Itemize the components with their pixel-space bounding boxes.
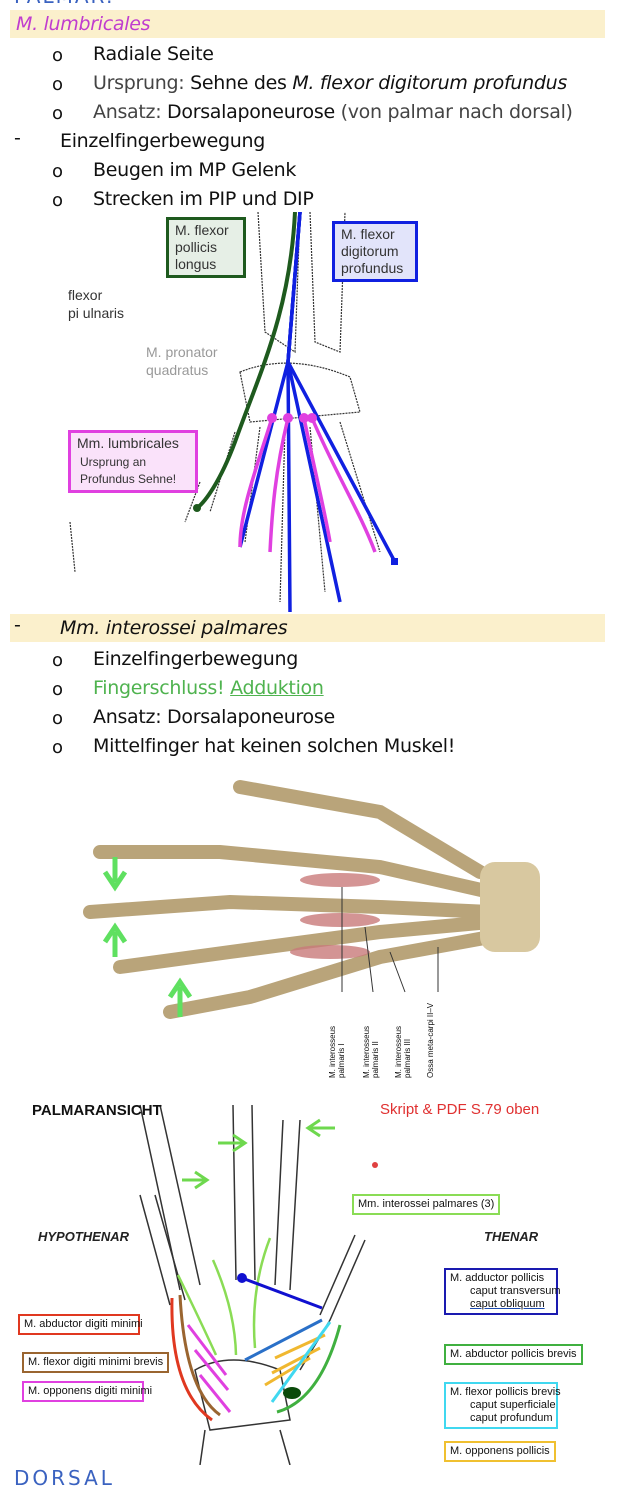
label-metacarpi: Ossa meta-carpi II–V xyxy=(426,1002,435,1078)
interossei-item-4: Mittelfinger hat keinen solchen Muskel! xyxy=(93,735,456,757)
bullet-icon: o xyxy=(52,737,63,758)
next-section-title: DORSAL xyxy=(14,1466,115,1490)
bullet-icon: o xyxy=(52,103,63,124)
movement-item-2: Strecken im PIP und DIP xyxy=(93,188,314,210)
adduktion-link[interactable]: Adduktion xyxy=(230,677,324,699)
dash-icon: - xyxy=(14,127,21,149)
hand-bones-drawing xyxy=(69,212,398,612)
fpl-line: longus xyxy=(175,256,217,272)
hypothenar-label: HYPOTHENAR xyxy=(38,1229,130,1244)
adductor-line: caput transversum xyxy=(470,1285,561,1297)
fpl-line: pollicis xyxy=(175,239,218,255)
lumb-item-2: Ursprung: Sehne des M. flexor digitorum … xyxy=(93,69,567,97)
palmar-view-figure: PALMARANSICHT Skript & PDF S.79 oben HYP… xyxy=(0,1090,618,1465)
fcu-line: pi ulnaris xyxy=(68,305,125,321)
flexor-digiti-minimi-label: M. flexor digiti minimi brevis xyxy=(22,1352,170,1373)
label-palmaris-2: M. interosseus palmaris II xyxy=(362,1025,380,1078)
flexor-pollicis-line: M. flexor pollicis brevis xyxy=(450,1386,561,1398)
pq-label: M. pronator quadratus xyxy=(146,343,218,379)
suffix: (von palmar nach dorsal) xyxy=(334,101,573,123)
highlight-bar xyxy=(10,10,605,38)
figure-title: PALMARANSICHT xyxy=(32,1102,162,1119)
bullet-icon: o xyxy=(52,190,63,211)
value: Dorsalaponeurose xyxy=(167,101,335,123)
value: Fingerschluss! xyxy=(93,677,231,699)
movement: Einzelfingerbewegung xyxy=(60,130,266,152)
label-palmaris-3: M. interosseus palmaris III xyxy=(394,1025,412,1078)
interossei-label: Mm. interossei palmares (3) xyxy=(352,1194,501,1215)
value: Sehne des xyxy=(190,72,293,94)
pq-line: quadratus xyxy=(146,362,209,378)
label: Ursprung: xyxy=(93,72,191,94)
fcu-label: flexor pi ulnaris xyxy=(68,286,124,322)
lumb-item-1: Radiale Seite xyxy=(93,43,214,65)
interossei-labels: M. interosseus palmaris I M. interosseus… xyxy=(320,998,470,1078)
lumb-sub: Ursprung an xyxy=(80,455,147,469)
dash-icon: - xyxy=(14,614,21,636)
label-palmaris-1: M. interosseus palmaris I xyxy=(328,1025,346,1078)
fdp-line: digitorum xyxy=(341,243,399,259)
adductor-line: M. adductor pollicis xyxy=(450,1272,545,1284)
hand-drawing xyxy=(83,780,540,1019)
highlight-bar xyxy=(10,614,605,642)
palmar-hand-drawing xyxy=(0,1090,378,1465)
fpl-line: M. flexor xyxy=(175,222,229,238)
flexor-pollicis-line: caput superficiale xyxy=(470,1399,556,1411)
bullet-icon: o xyxy=(52,161,63,182)
lumb-item-3: Ansatz: Dorsalaponeurose (von palmar nac… xyxy=(93,98,573,126)
bullet-icon: o xyxy=(52,650,63,671)
interossei-item-2: Fingerschluss! Adduktion xyxy=(93,674,324,702)
label: Ansatz: xyxy=(93,101,168,123)
bullet-icon: o xyxy=(52,679,63,700)
interossei-heading: Mm. interossei palmares xyxy=(60,617,288,639)
lumbricales-heading: M. lumbricales xyxy=(16,13,151,35)
opponens-digiti-minimi-label: M. opponens digiti minimi xyxy=(22,1381,152,1402)
opponens-pollicis-label: M. opponens pollicis xyxy=(444,1441,556,1462)
thenar-label: THENAR xyxy=(484,1229,539,1244)
pq-line: M. pronator xyxy=(146,344,218,360)
movement-item-1: Beugen im MP Gelenk xyxy=(93,159,297,181)
abductor-pollicis-label: M. abductor pollicis brevis xyxy=(444,1344,583,1365)
value-italic: M. flexor digitorum profundus xyxy=(292,72,567,94)
bullet-icon: o xyxy=(52,708,63,729)
bullet-icon: o xyxy=(52,74,63,95)
fcu-line: flexor xyxy=(68,287,103,303)
fdp-line: M. flexor xyxy=(341,226,395,242)
bullet-icon: o xyxy=(52,45,63,66)
section-title: PALMAR: xyxy=(14,0,115,10)
interossei-item-1: Einzelfingerbewegung xyxy=(93,648,299,670)
lumb-title: Mm. lumbricales xyxy=(77,435,179,451)
lumb-sub: Profundus Sehne! xyxy=(80,472,177,486)
adductor-line: caput obliquum xyxy=(470,1298,545,1310)
abductor-digiti-minimi-label: M. abductor digiti minimi xyxy=(18,1314,143,1335)
interossei-item-3: Ansatz: Dorsalaponeurose xyxy=(93,706,335,728)
flexor-pollicis-line: caput profundum xyxy=(470,1412,553,1424)
reference-note: Skript & PDF S.79 oben xyxy=(380,1101,540,1118)
interossei-hand-figure: M. interosseus palmaris I M. interosseus… xyxy=(80,762,540,1080)
fdp-line: profundus xyxy=(341,260,404,276)
